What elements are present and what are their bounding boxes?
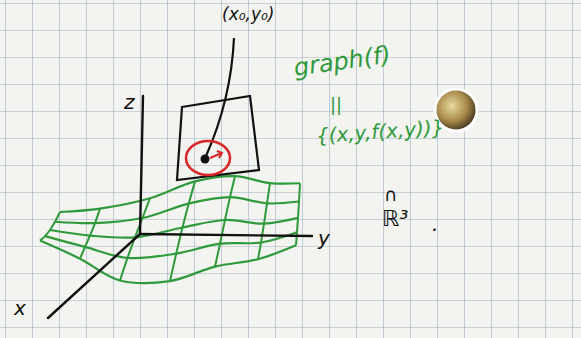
neighborhood-circle: [186, 141, 230, 175]
surface-mesh: [40, 176, 300, 283]
z-axis: [140, 96, 143, 234]
point: [201, 155, 210, 164]
mesh-line: [40, 241, 296, 284]
period: .: [432, 214, 438, 234]
axes: [48, 96, 312, 318]
equals-sign: ||: [330, 96, 342, 114]
y-axis: [140, 234, 312, 236]
subset-sign: ∩: [384, 186, 397, 204]
axis-label: y: [318, 228, 330, 248]
x-axis: [48, 234, 140, 318]
axis-label: x: [14, 298, 26, 318]
mesh-line: [40, 212, 60, 241]
mesh-line: [170, 181, 195, 281]
set-expression: {(x,y,f(x,y))}: [315, 117, 445, 146]
direction-arrow: [210, 151, 222, 158]
axis-label: z: [124, 92, 135, 112]
space-name: ℝ³: [382, 208, 408, 230]
point-label: (x₀,y₀): [222, 6, 274, 23]
mesh-line: [80, 209, 100, 259]
leader-line: [206, 38, 234, 156]
mesh-line: [55, 197, 299, 223]
tangent-plane: [177, 96, 259, 180]
set-name: graph(f): [292, 43, 392, 80]
mesh-line: [258, 183, 270, 259]
mesh-line: [215, 176, 235, 266]
